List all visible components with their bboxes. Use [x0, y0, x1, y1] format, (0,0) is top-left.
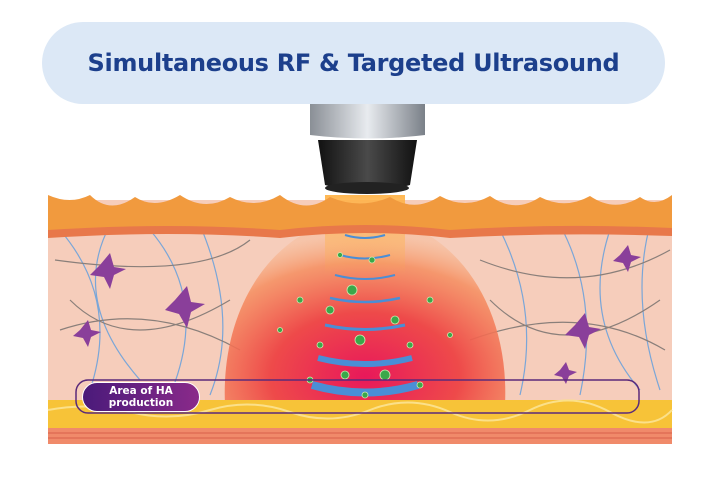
title-text: Simultaneous RF & Targeted Ultrasound — [87, 49, 620, 77]
ha-area-label-line2: production — [108, 397, 174, 409]
ha-area-outline — [75, 379, 640, 414]
handpiece-device — [310, 100, 425, 194]
ha-molecules — [277, 252, 453, 399]
heat-zone — [224, 215, 506, 405]
muscle-layer — [48, 428, 672, 444]
epidermis-layer — [48, 195, 672, 238]
fibroblast-cells — [73, 245, 641, 384]
title-banner: Simultaneous RF & Targeted Ultrasound — [42, 22, 665, 104]
ha-area-label-line1: Area of HA — [109, 385, 173, 397]
collagen-fibers — [54, 224, 671, 396]
ha-area-label: Area of HA production — [82, 382, 200, 412]
